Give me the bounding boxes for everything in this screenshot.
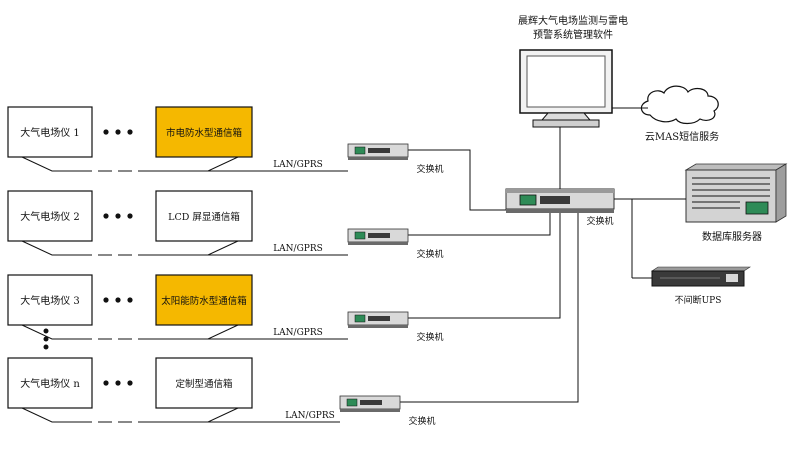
core-switch-bottom bbox=[506, 209, 614, 213]
cloud-label: 云MAS短信服务 bbox=[645, 130, 719, 143]
ellipsis-dot bbox=[115, 297, 121, 303]
db-server-label: 数据库服务器 bbox=[702, 230, 762, 243]
ellipsis-dot bbox=[115, 213, 121, 219]
ellipsis-dot bbox=[127, 129, 133, 135]
instrument-box bbox=[7, 357, 93, 409]
comm-box-label: LCD 屏显通信箱 bbox=[168, 211, 240, 223]
instrument-box bbox=[7, 106, 93, 158]
edge-switch-base bbox=[348, 242, 408, 245]
instrument-row: 大气电场仪 n 定制型通信箱 LAN/GPRS 交换机 bbox=[7, 357, 436, 427]
edge-switch-ports-icon bbox=[360, 400, 382, 405]
box-connector bbox=[140, 156, 239, 172]
instrument-label: 大气电场仪 3 bbox=[20, 294, 80, 307]
comm-box bbox=[155, 357, 253, 409]
edge-switch-label: 交换机 bbox=[416, 331, 443, 343]
monitor-screen bbox=[526, 55, 606, 108]
instrument-row: 大气电场仪 3 太阳能防水型通信箱 LAN/GPRS 交换机 bbox=[7, 274, 444, 343]
instrument-label: 大气电场仪 2 bbox=[20, 210, 80, 223]
comm-box-label: 定制型通信箱 bbox=[175, 378, 232, 390]
box-connector bbox=[140, 324, 239, 340]
instrument-connector bbox=[21, 240, 92, 256]
instrument-label: 大气电场仪 n bbox=[20, 377, 80, 390]
instrument-connector bbox=[21, 156, 92, 172]
edge-switch-panel-icon bbox=[354, 314, 366, 323]
management-software-monitor: 晨辉大气电场监测与雷电 预警系统管理软件 bbox=[518, 14, 628, 128]
link-label: LAN/GPRS bbox=[273, 328, 323, 338]
core-switch-label: 交换机 bbox=[586, 215, 613, 227]
link-label: LAN/GPRS bbox=[273, 160, 323, 170]
comm-box bbox=[155, 274, 253, 326]
edge-switch-base bbox=[348, 157, 408, 160]
edge-switch-panel-icon bbox=[354, 146, 366, 155]
monitor-stand bbox=[540, 112, 592, 121]
link-label: LAN/GPRS bbox=[273, 244, 323, 254]
core-switch-top bbox=[506, 189, 614, 193]
instrument-row: 大气电场仪 1 市电防水型通信箱 LAN/GPRS 交换机 bbox=[7, 106, 444, 175]
edge-switch-base bbox=[348, 325, 408, 328]
edge-switch-ports-icon bbox=[368, 233, 390, 238]
link-label: LAN/GPRS bbox=[285, 411, 335, 421]
comm-box bbox=[155, 190, 253, 242]
vertical-ellipsis bbox=[43, 328, 49, 350]
ellipsis-dot bbox=[103, 297, 109, 303]
edge-switch-label: 交换机 bbox=[416, 163, 443, 175]
comm-box bbox=[155, 106, 253, 158]
box-connector bbox=[140, 240, 239, 256]
ellipsis-dot bbox=[127, 213, 133, 219]
ellipsis-dot bbox=[127, 297, 133, 303]
edge-switch-panel-icon bbox=[354, 231, 366, 240]
database-server: 数据库服务器 bbox=[684, 163, 788, 243]
instrument-box bbox=[7, 190, 93, 242]
db-server-grille bbox=[692, 177, 770, 209]
comm-box-label: 太阳能防水型通信箱 bbox=[161, 295, 247, 307]
edge-switch-label: 交换机 bbox=[416, 248, 443, 260]
instrument-connector bbox=[21, 407, 92, 423]
instrument-row: 大气电场仪 2 LCD 屏显通信箱 LAN/GPRS 交换机 bbox=[7, 190, 444, 260]
db-server-side bbox=[775, 163, 787, 223]
ellipsis-dot bbox=[103, 129, 109, 135]
software-title-line2: 预警系统管理软件 bbox=[533, 28, 613, 41]
ellipsis-dot bbox=[127, 380, 133, 386]
edge-switch-ports-icon bbox=[368, 148, 390, 153]
core-switch-panel-icon bbox=[519, 194, 537, 206]
trunk-lines bbox=[400, 107, 686, 403]
monitor-base bbox=[532, 119, 600, 128]
edge-switch-panel-icon bbox=[346, 398, 358, 407]
db-server-status-icon bbox=[745, 201, 769, 215]
cloud-icon bbox=[640, 85, 719, 125]
ups-unit: 不间断UPS bbox=[651, 266, 751, 306]
box-connector bbox=[140, 407, 239, 423]
ups-top bbox=[651, 266, 751, 272]
instrument-connector bbox=[21, 324, 92, 340]
ellipsis-dot bbox=[103, 380, 109, 386]
ellipsis-dot bbox=[115, 129, 121, 135]
ups-display-icon bbox=[726, 274, 738, 282]
edge-switch-label: 交换机 bbox=[408, 415, 435, 427]
software-title-line1: 晨辉大气电场监测与雷电 bbox=[518, 14, 628, 27]
edge-switch-ports-icon bbox=[368, 316, 390, 321]
core-switch-ports-icon bbox=[540, 196, 570, 204]
db-server-top bbox=[684, 163, 788, 171]
ups-label: 不间断UPS bbox=[675, 294, 722, 306]
ellipsis-dot bbox=[103, 213, 109, 219]
instrument-box bbox=[7, 274, 93, 326]
cloud-sms-service: 云MAS短信服务 bbox=[640, 85, 719, 143]
instrument-label: 大气电场仪 1 bbox=[20, 126, 80, 139]
core-switch: 交换机 bbox=[505, 188, 615, 227]
edge-switch-base bbox=[340, 409, 400, 412]
ellipsis-dot bbox=[115, 380, 121, 386]
comm-box-label: 市电防水型通信箱 bbox=[166, 127, 242, 139]
